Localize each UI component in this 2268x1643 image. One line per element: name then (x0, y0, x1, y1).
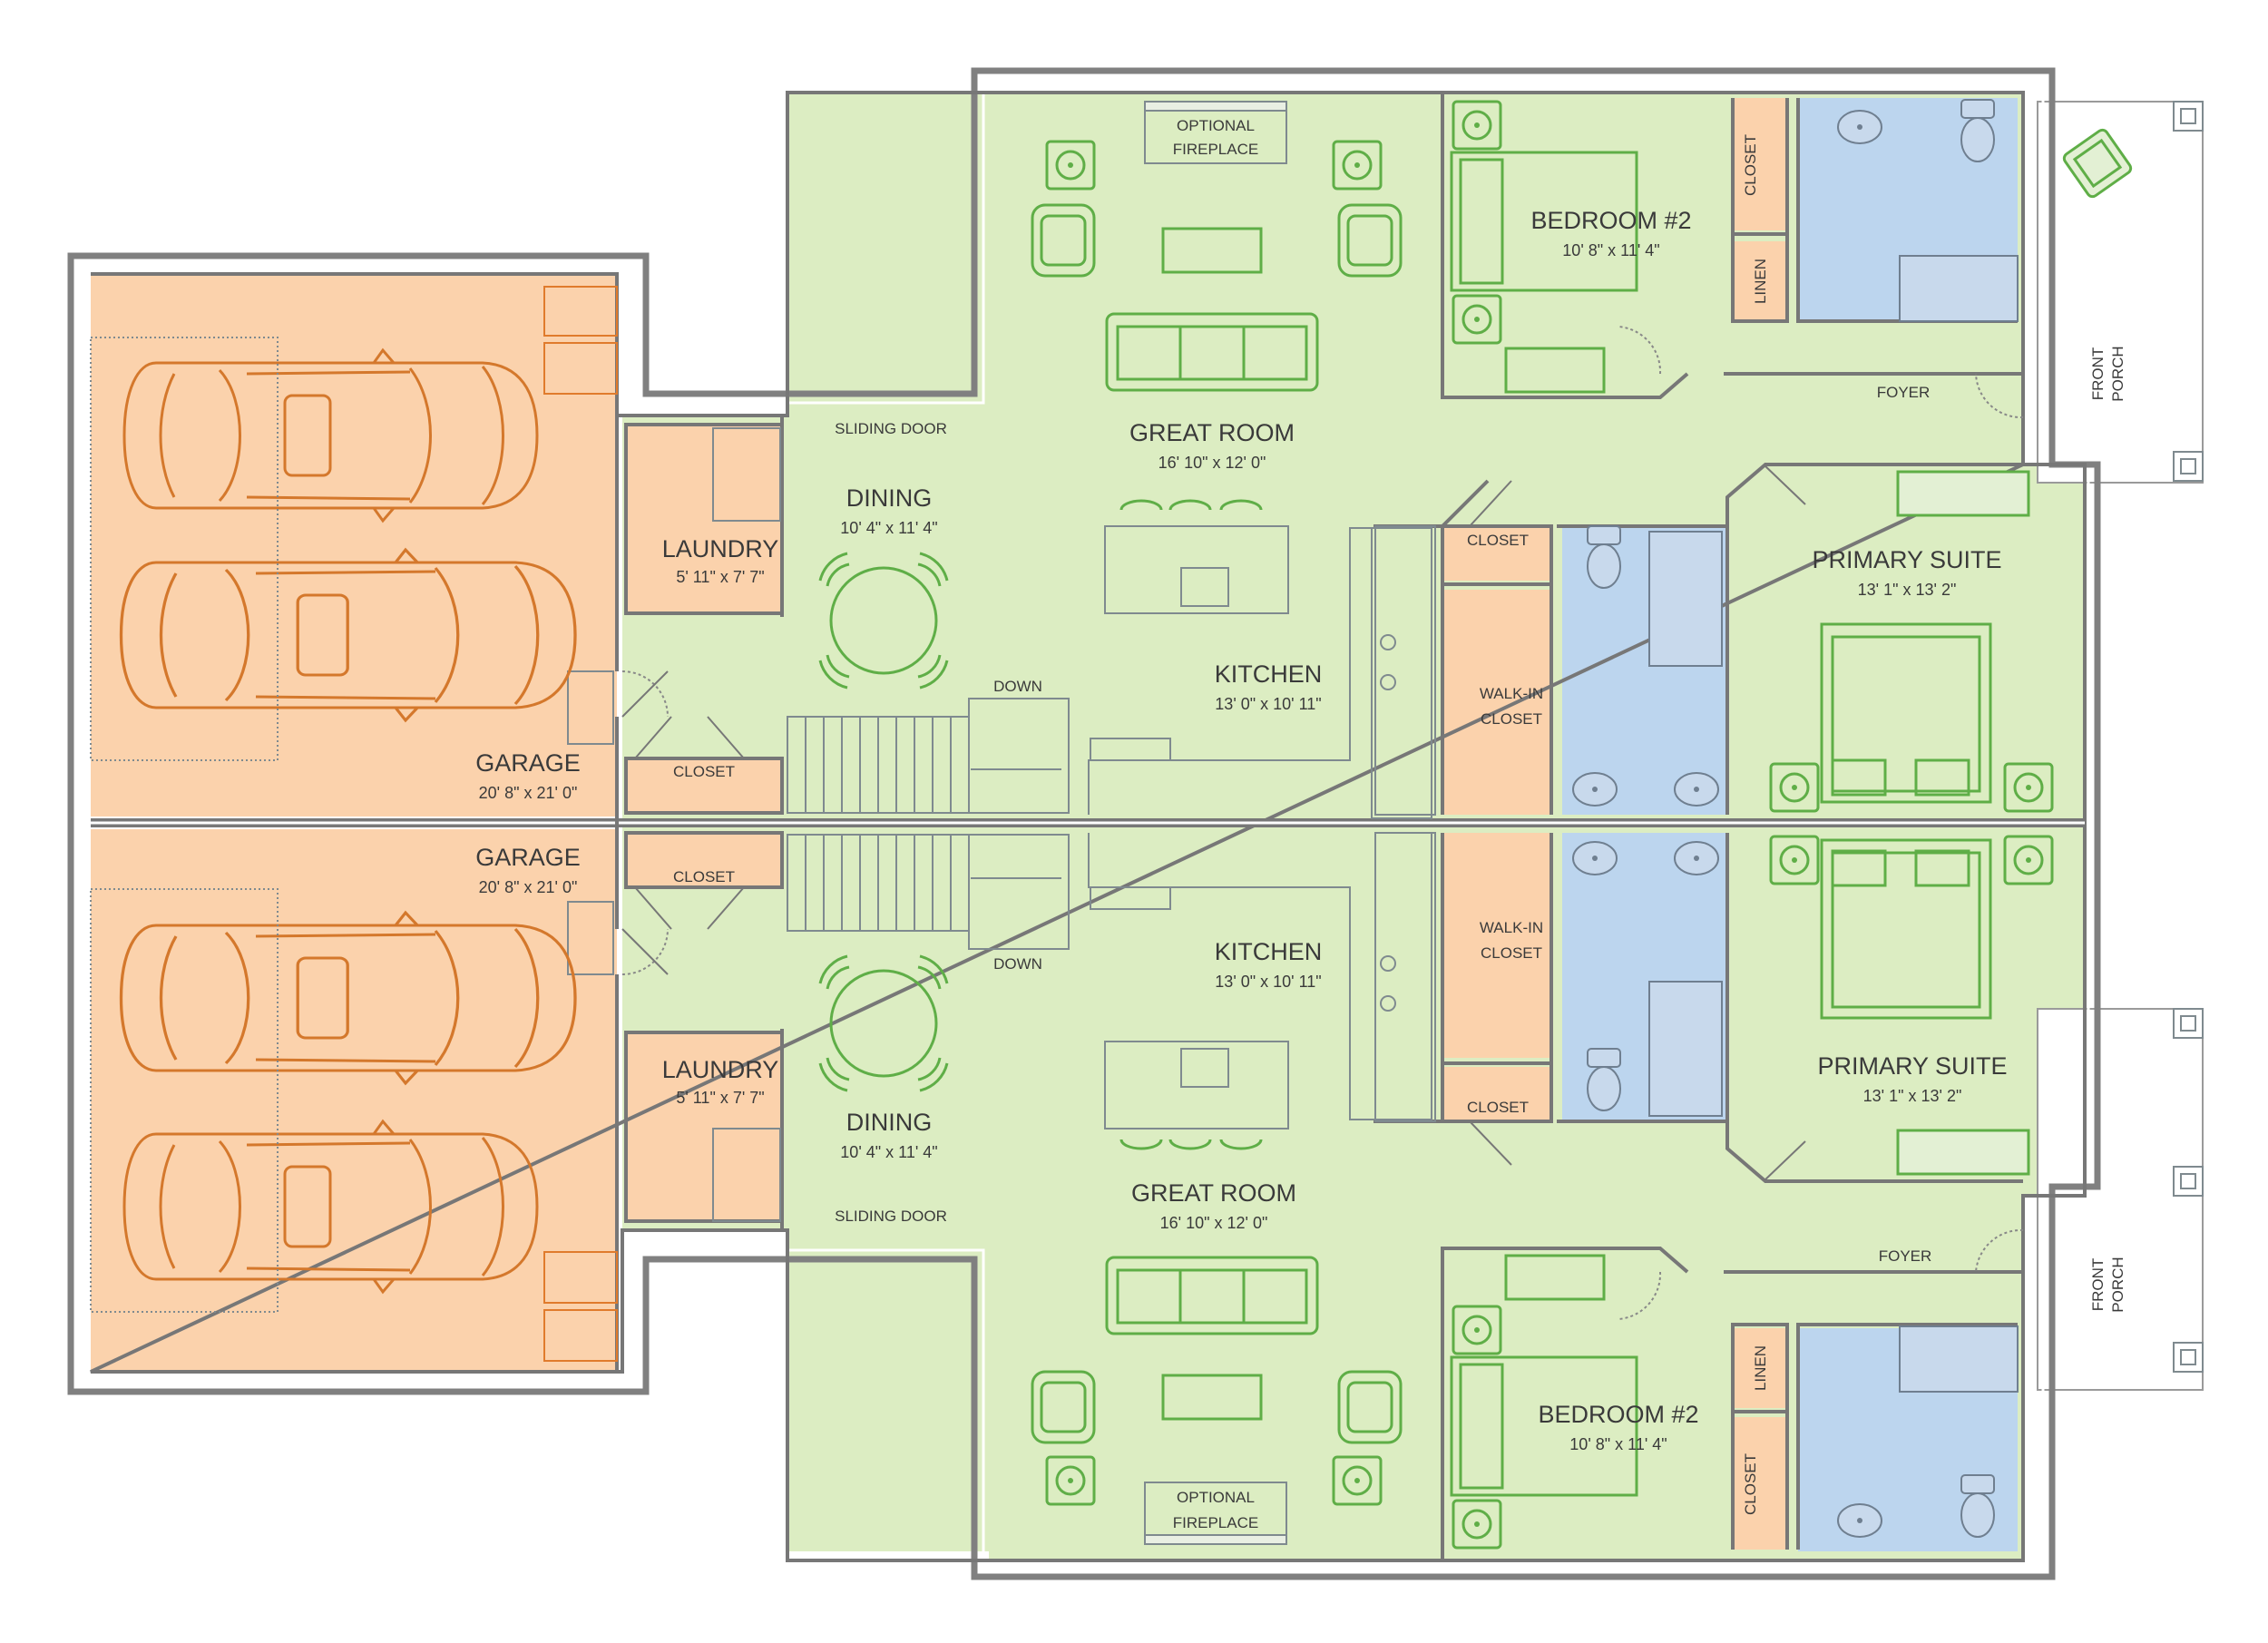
fireplace-label-2: FIREPLACE (1173, 141, 1258, 158)
stairs-down-label: DOWN (993, 678, 1042, 695)
room-dims-garage: 20' 8" x 21' 0" (479, 784, 578, 802)
fireplace-label-1: OPTIONAL (1177, 117, 1255, 134)
linen-label: LINEN (1752, 1345, 1769, 1391)
room-dims-primary-suite: 13' 1" x 13' 2" (1858, 581, 1957, 599)
room-name-great-room: GREAT ROOM (1131, 1179, 1296, 1207)
doors (621, 326, 2024, 1320)
walkin-label-1: WALK-IN (1480, 919, 1543, 936)
room-dims-dining: 10' 4" x 11' 4" (840, 519, 937, 537)
room-name-dining: DINING (846, 484, 933, 512)
front-porch-2 (2037, 1008, 2204, 1391)
linen-label: LINEN (1752, 259, 1769, 304)
room-dims-great-room: 16' 10" x 12' 0" (1158, 454, 1266, 472)
garage-floor-1 (91, 274, 617, 817)
closet-label-bedroom: CLOSET (1742, 1453, 1759, 1515)
closet-label: CLOSET (673, 763, 735, 780)
room-name-garage: GARAGE (475, 749, 581, 777)
walkin-label-1: WALK-IN (1480, 685, 1543, 702)
foyer-label: FOYER (1879, 1247, 1932, 1265)
sliding-door-label: SLIDING DOOR (835, 1208, 947, 1225)
room-dims-kitchen: 13' 0" x 10' 11" (1215, 695, 1321, 713)
sliding-door-label: SLIDING DOOR (835, 420, 947, 437)
porch-label-1: FRONT (2089, 1258, 2107, 1312)
room-dims-kitchen: 13' 0" x 10' 11" (1215, 973, 1321, 991)
closet-label-primary: CLOSET (1467, 1099, 1529, 1116)
exterior-wall (67, 67, 2101, 1580)
room-name-great-room: GREAT ROOM (1129, 419, 1295, 446)
room-name-primary-suite: PRIMARY SUITE (1812, 546, 2001, 573)
closets (626, 98, 1787, 1550)
unit-2-furniture (712, 833, 2204, 1550)
room-name-kitchen: KITCHEN (1215, 938, 1323, 965)
unit-2-labels: GARAGE 20' 8" x 21' 0" LAUNDRY 5' 11" x … (475, 844, 2126, 1531)
walkin-label-2: CLOSET (1481, 710, 1542, 728)
room-dims-laundry: 5' 11" x 7' 7" (676, 568, 764, 586)
room-dims-garage: 20' 8" x 21' 0" (479, 878, 578, 896)
room-dims-great-room: 16' 10" x 12' 0" (1160, 1214, 1268, 1232)
room-name-bedroom-2: BEDROOM #2 (1538, 1401, 1698, 1428)
walkin-label-2: CLOSET (1481, 944, 1542, 962)
closet-label: CLOSET (673, 868, 735, 885)
porch-label-2: PORCH (2109, 346, 2126, 401)
garage-floor-2 (91, 829, 617, 1372)
unit-2-walls (624, 831, 2023, 1560)
room-name-dining: DINING (846, 1109, 933, 1136)
room-dims-dining: 10' 4" x 11' 4" (840, 1143, 937, 1161)
foyer-label: FOYER (1877, 384, 1931, 401)
stairs-down-label: DOWN (993, 955, 1042, 973)
closet-label-primary: CLOSET (1467, 532, 1529, 549)
unit-1-furniture (712, 99, 2204, 819)
room-name-primary-suite: PRIMARY SUITE (1817, 1052, 2007, 1080)
room-name-kitchen: KITCHEN (1215, 660, 1323, 688)
porch-label-2: PORCH (2109, 1257, 2126, 1312)
closet-label-bedroom: CLOSET (1742, 134, 1759, 196)
room-name-bedroom-2: BEDROOM #2 (1530, 207, 1691, 234)
porch-label-1: FRONT (2089, 347, 2107, 401)
room-dims-laundry: 5' 11" x 7' 7" (676, 1089, 764, 1107)
room-name-laundry: LAUNDRY (662, 1056, 779, 1083)
patio-chair-icon (2062, 128, 2133, 199)
room-dims-primary-suite: 13' 1" x 13' 2" (1863, 1087, 1962, 1105)
fireplace-label-1: OPTIONAL (1177, 1489, 1255, 1506)
room-dims-bedroom-2: 10' 8" x 11' 4" (1569, 1435, 1667, 1453)
room-name-garage: GARAGE (475, 844, 581, 871)
unit-1-labels: GARAGE 20' 8" x 21' 0" LAUNDRY 5' 11" x … (475, 117, 2126, 802)
room-name-laundry: LAUNDRY (662, 535, 779, 562)
room-dims-bedroom-2: 10' 8" x 11' 4" (1562, 241, 1659, 259)
garage-storage (543, 286, 618, 1362)
fireplace-label-2: FIREPLACE (1173, 1514, 1258, 1531)
